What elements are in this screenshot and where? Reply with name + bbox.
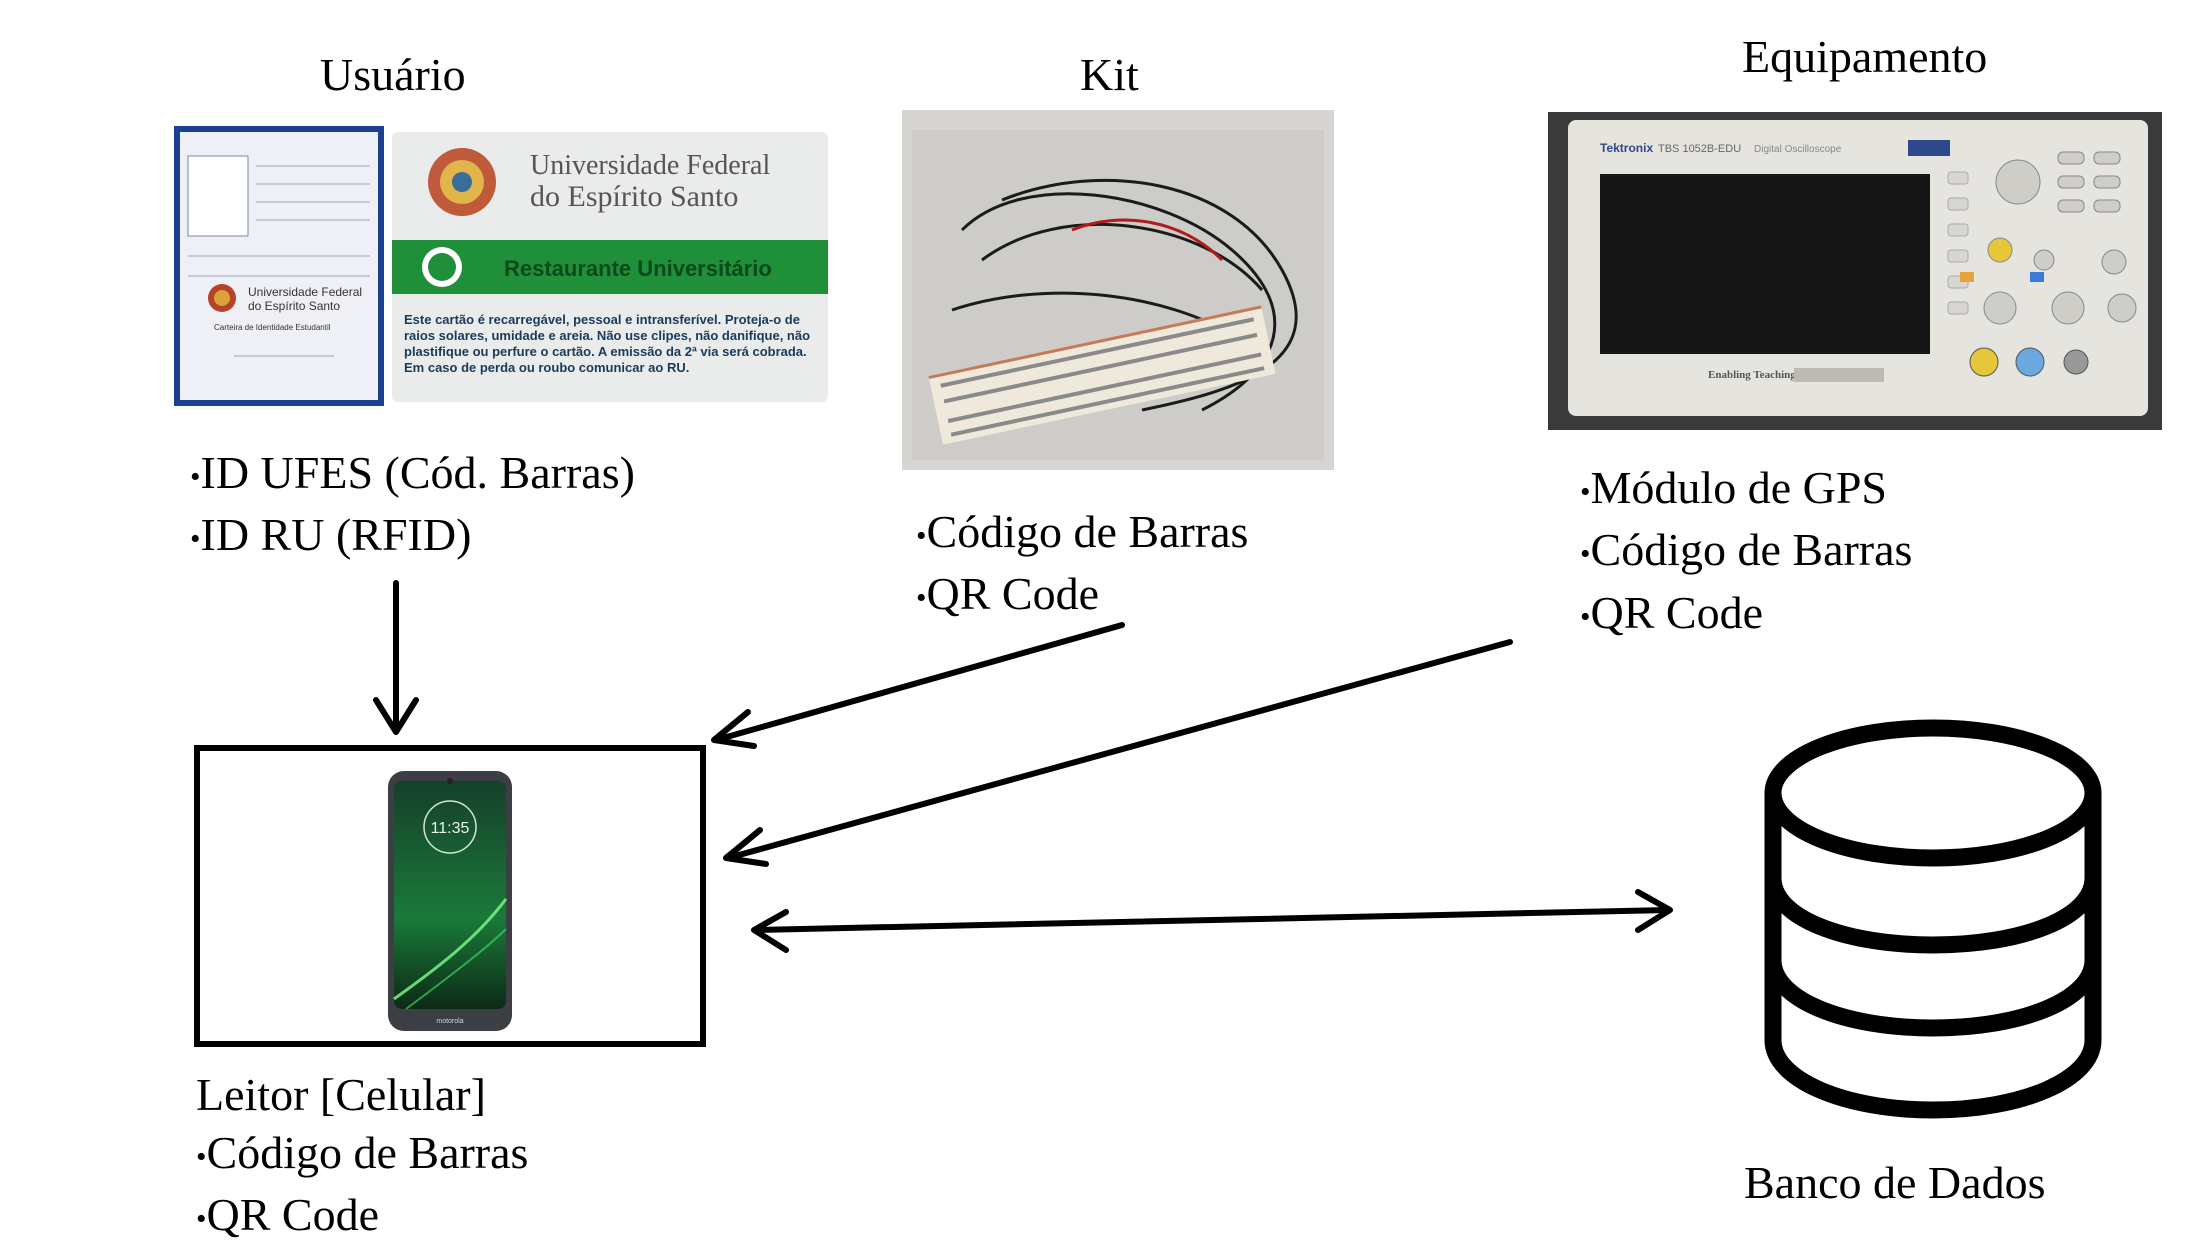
scope-brand: Tektronix [1600, 141, 1653, 155]
scope-model: TBS 1052B-EDU [1658, 143, 1741, 155]
equipamento-item: •Código de Barras [1580, 524, 1913, 576]
scope-tagline: Enabling Teaching [1708, 369, 1796, 381]
leitor-item: •Código de Barras [196, 1127, 529, 1178]
arrow-head-kit [711, 709, 757, 749]
kit-bag-image [902, 110, 1334, 470]
arrow-equip-to-reader [725, 639, 1513, 861]
oscilloscope-image: Tektronix TBS 1052B-EDU Digital Oscillos… [1548, 112, 2162, 430]
database-icon [1764, 719, 2102, 1119]
arrow-reader-db [753, 907, 1671, 933]
arrow-kit-to-reader [713, 622, 1125, 743]
usuario-item: •ID RU (RFID) [190, 509, 472, 561]
equipamento-title: Equipamento [1742, 31, 1988, 82]
leitor-title: Leitor [Celular] [196, 1069, 486, 1120]
equipamento-items: •Módulo de GPS •Código de Barras •QR Cod… [1580, 459, 1912, 646]
scope-type: Digital Oscilloscope [1754, 144, 1842, 155]
id-card-back-image: Universidade Federal do Espírito Santo C… [174, 126, 384, 406]
ru-card-univ-1: Universidade Federal [530, 150, 770, 181]
ru-card-univ-2: do Espírito Santo [530, 180, 738, 213]
equipamento-item: •Módulo de GPS [1580, 462, 1887, 513]
usuario-item: •ID UFES (Cód. Barras) [190, 447, 635, 498]
arrow-head-db [1635, 889, 1673, 933]
phone-clock: 11:35 [431, 820, 470, 837]
kit-title: Kit [1080, 49, 1139, 100]
phone-brand: motorola [436, 1018, 463, 1025]
ru-card-image: Universidade Federal do Espírito Santo R… [392, 132, 828, 402]
arrow-head-equip [723, 827, 769, 867]
arrow-head-reader [751, 909, 789, 953]
banco-title: Banco de Dados [1744, 1157, 2046, 1208]
card-back-univ-2: do Espírito Santo [248, 299, 340, 313]
ru-card-banner: Restaurante Universitário [504, 256, 772, 281]
kit-item: •QR Code [916, 568, 1100, 620]
phone-image: 11:35 motorola [386, 769, 514, 1033]
leitor-item: •QR Code [196, 1189, 380, 1241]
kit-items: •Código de Barras •QR Code [916, 503, 1248, 628]
card-back-label: Carteira de Identidade Estudantil [214, 323, 331, 332]
usuario-title: Usuário [320, 49, 466, 100]
kit-item: •Código de Barras [916, 506, 1249, 557]
reader-box: 11:35 motorola [194, 745, 706, 1047]
usuario-items: •ID UFES (Cód. Barras) •ID RU (RFID) [190, 444, 635, 569]
card-back-univ-1: Universidade Federal [248, 285, 362, 299]
ru-card-notice: Este cartão é recarregável, pessoal e in… [404, 312, 811, 375]
arrow-head-usuario [373, 697, 419, 735]
leitor-items: Leitor [Celular] •Código de Barras •QR C… [196, 1066, 528, 1249]
equipamento-item: •QR Code [1580, 586, 1764, 638]
